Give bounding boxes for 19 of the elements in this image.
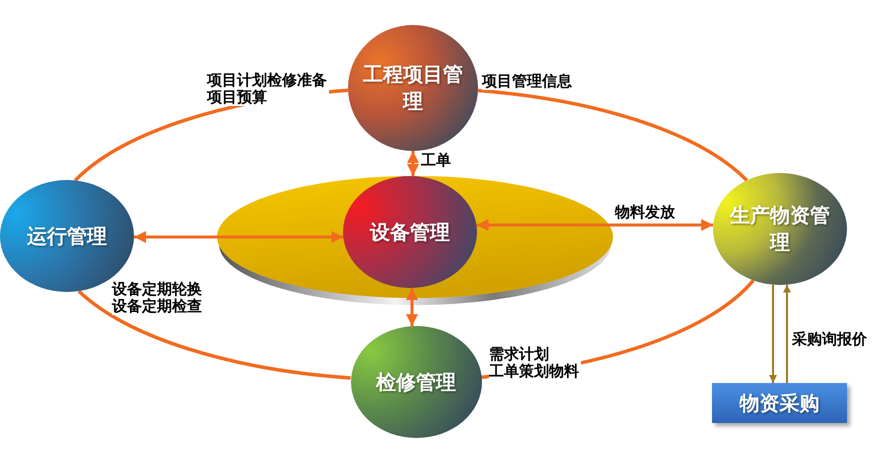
process-box: 物资采购 — [712, 383, 847, 423]
process-circle: 工程项目管理 — [348, 25, 478, 151]
connector-arc — [478, 88, 748, 182]
connector-arc — [78, 290, 351, 380]
edge-label: 设备定期轮换设备定期检查 — [112, 281, 204, 315]
edge-label: 工单 — [421, 152, 451, 169]
edge-label: 物料发放 — [615, 204, 675, 221]
double-arrow — [407, 151, 419, 176]
double-arrow — [134, 231, 344, 243]
double-arrow — [406, 288, 418, 326]
process-circle: 检修管理 — [350, 326, 482, 438]
arrow — [783, 284, 791, 383]
edge-label: 需求计划工单策划物料 — [489, 346, 582, 380]
arrow — [769, 284, 777, 383]
edge-label: 采购询报价 — [792, 331, 867, 348]
process-circle: 生产物资管理 — [713, 173, 847, 285]
double-arrow — [476, 219, 714, 231]
edge-label: 项目管理信息 — [482, 73, 572, 90]
edge-label: 项目计划检修准备项目预算 — [207, 72, 330, 106]
